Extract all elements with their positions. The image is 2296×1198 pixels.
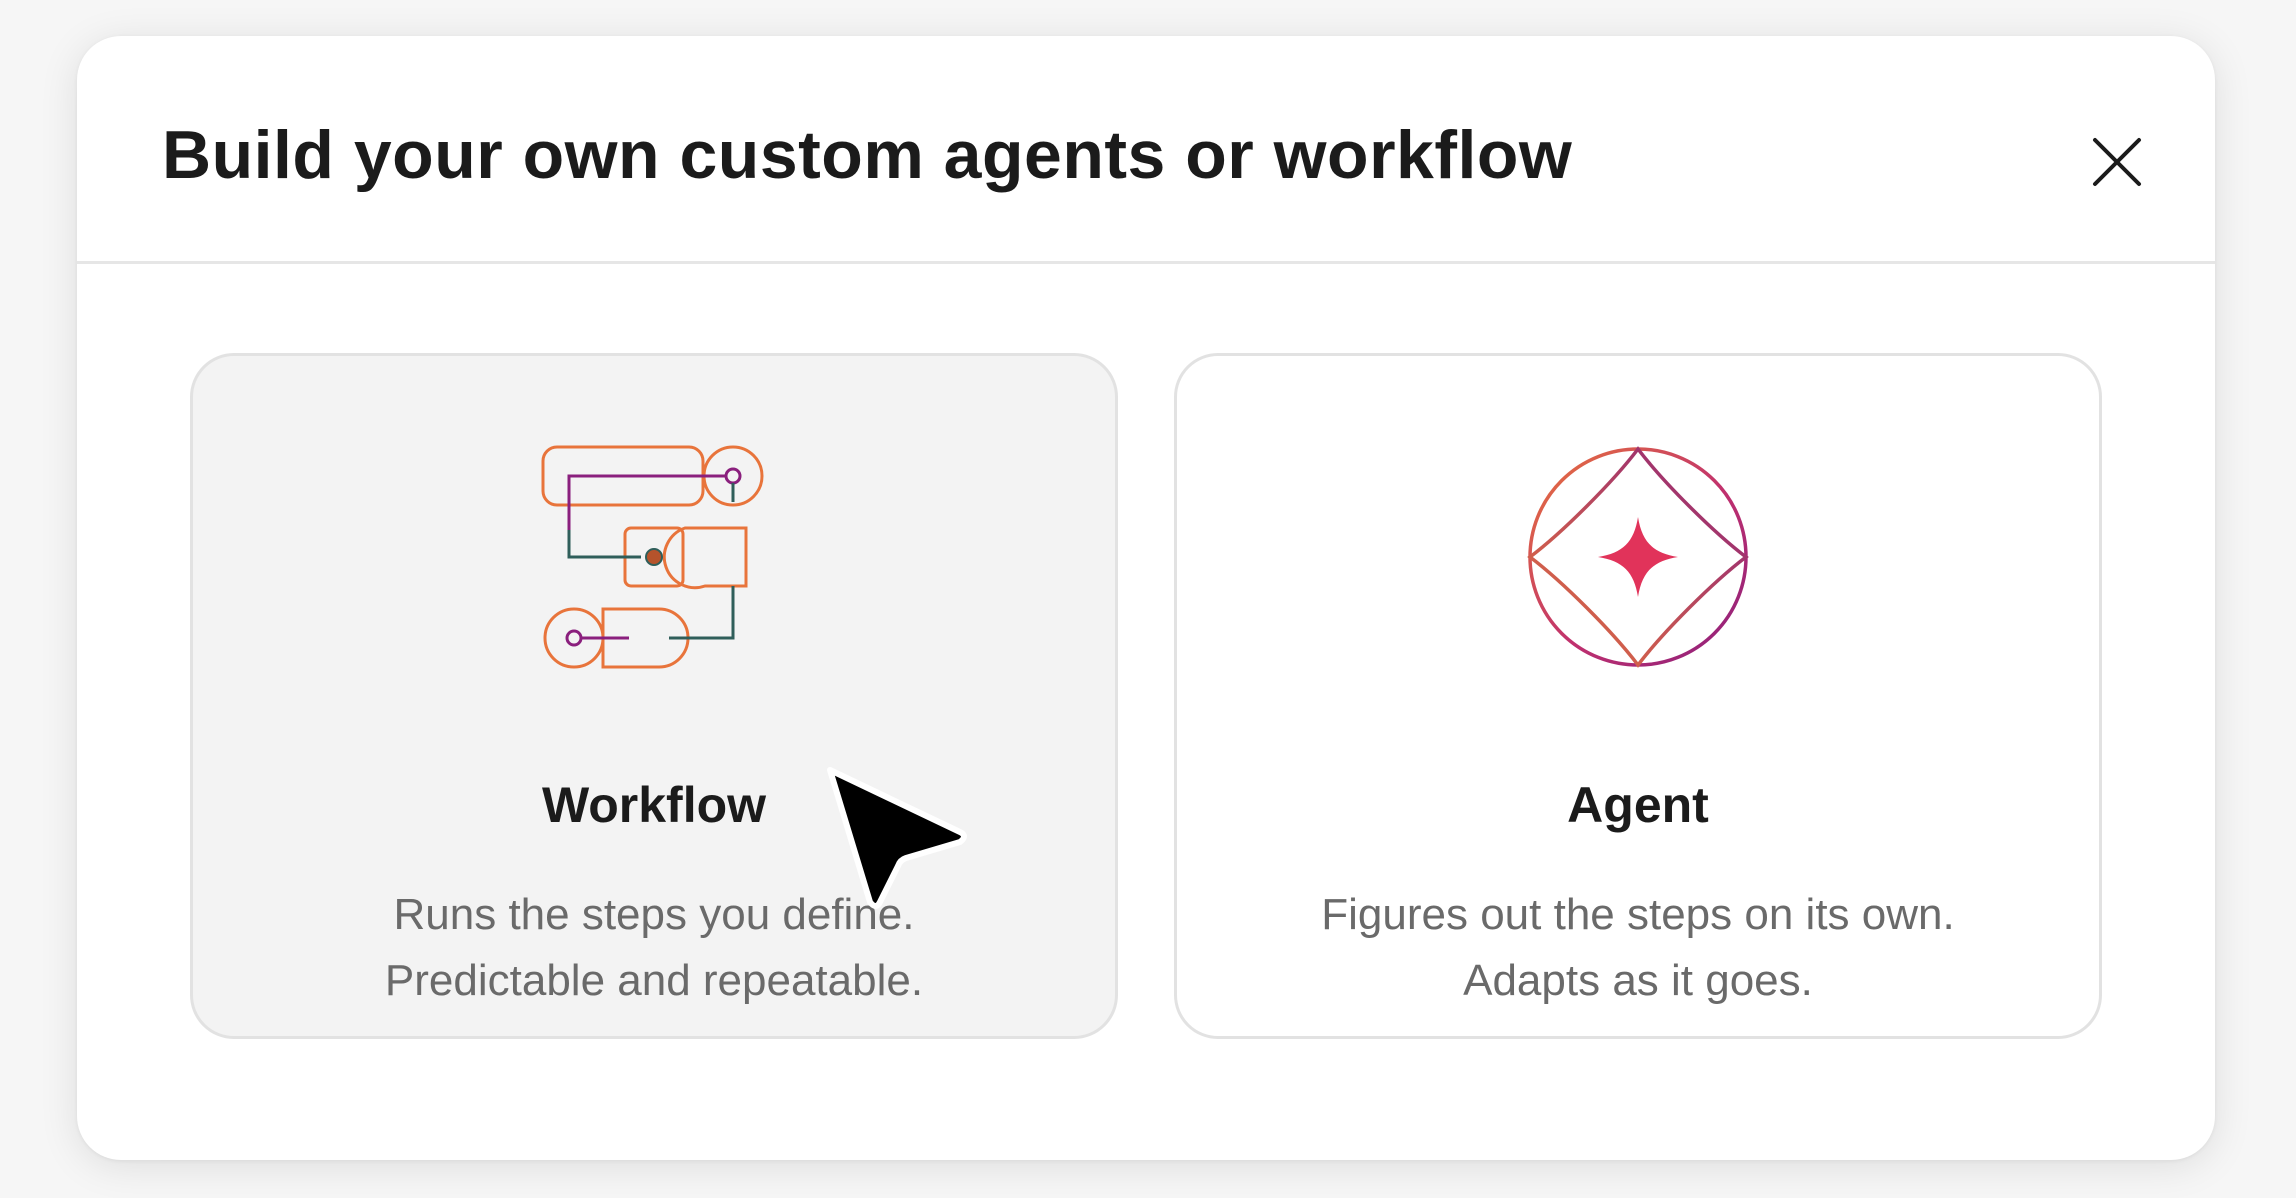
agent-sparkle-icon bbox=[1527, 446, 1749, 668]
workflow-description: Runs the steps you define. Predictable a… bbox=[193, 882, 1115, 1014]
agent-title: Agent bbox=[1567, 777, 1709, 833]
close-button[interactable] bbox=[2077, 122, 2157, 202]
agent-description-line-2: Adapts as it goes. bbox=[1463, 956, 1813, 1005]
create-dialog: Build your own custom agents or workflow bbox=[77, 36, 2215, 1160]
dialog-header: Build your own custom agents or workflow bbox=[77, 36, 2215, 264]
agent-description: Figures out the steps on its own. Adapts… bbox=[1177, 882, 2099, 1014]
workflow-diagram-icon bbox=[541, 445, 764, 669]
workflow-description-line-1: Runs the steps you define. bbox=[393, 890, 915, 939]
workflow-title: Workflow bbox=[541, 777, 767, 833]
close-icon bbox=[2093, 138, 2141, 186]
workflow-option-card[interactable]: Workflow Runs the steps you define. Pred… bbox=[190, 353, 1118, 1039]
workflow-description-line-2: Predictable and repeatable. bbox=[384, 956, 924, 1005]
dialog-title: Build your own custom agents or workflow bbox=[162, 117, 1573, 193]
agent-option-card[interactable]: Agent Figures out the steps on its own. … bbox=[1174, 353, 2102, 1039]
agent-description-line-1: Figures out the steps on its own. bbox=[1321, 890, 1955, 939]
